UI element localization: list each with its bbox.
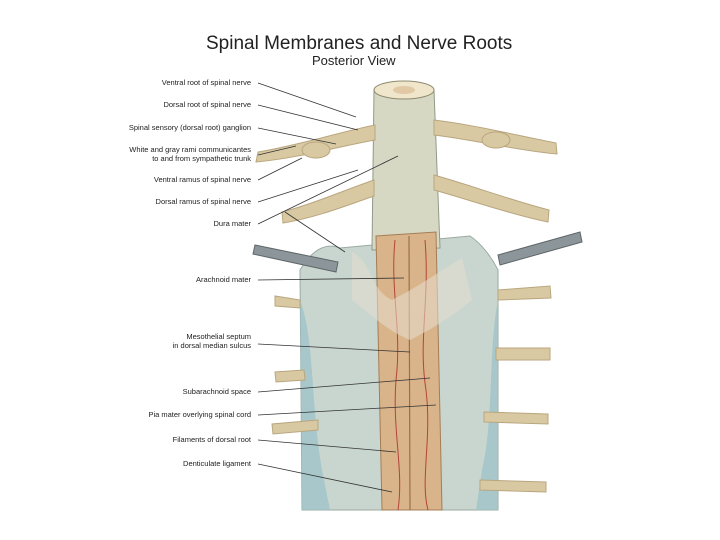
label-arachnoid-mater: Arachnoid mater (195, 275, 251, 284)
label-pia-mater: Pia mater overlying spinal cord (148, 410, 251, 419)
label-dura-mater: Dura mater (213, 219, 251, 228)
label-dorsal-ramus: Dorsal ramus of spinal nerve (155, 197, 251, 206)
label-subarachnoid-space: Subarachnoid space (182, 387, 251, 396)
retractor-left (252, 244, 339, 273)
label-ventral-ramus: Ventral ramus of spinal nerve (153, 175, 251, 184)
blood-vessel (393, 239, 401, 511)
label-ventral-root: Ventral root of spinal nerve (161, 78, 251, 87)
upper-dural-tube (371, 89, 441, 251)
label-denticulate-ligament: Denticulate ligament (183, 459, 251, 468)
figure-subtitle: Posterior View (312, 53, 396, 68)
leader-lines (257, 82, 437, 493)
label-dorsal-filaments: Filaments of dorsal root (172, 435, 251, 444)
figure-title: Spinal Membranes and Nerve Roots (206, 33, 513, 54)
dorsal-median-sulcus (408, 235, 411, 511)
label-sensory-ganglion: Spinal sensory (dorsal root) ganglion (128, 123, 251, 132)
dura-blue-tint-left (300, 300, 330, 510)
nerve-roots (255, 119, 558, 493)
retractor-right (497, 231, 583, 266)
arachnoid-mater (352, 252, 472, 340)
label-dorsal-root: Dorsal root of spinal nerve (163, 100, 251, 109)
dura-blue-tint-right (476, 300, 498, 510)
